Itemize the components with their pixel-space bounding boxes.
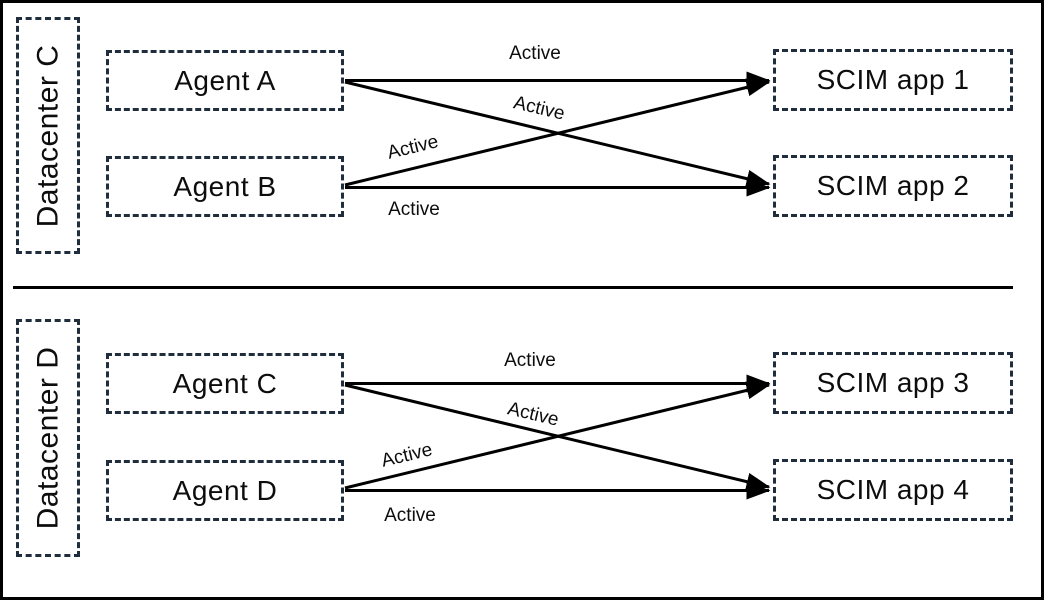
connection-status-label: Active	[384, 505, 436, 526]
agent-c-label: Agent C	[172, 367, 278, 399]
scim-app-3-node: SCIM app 3	[773, 352, 1013, 414]
datacenter-c-box: Datacenter C	[16, 17, 80, 254]
connection-status-label: Active	[388, 199, 440, 220]
section-divider	[13, 286, 1013, 289]
arrow-agent-d-to-scim-app-3	[344, 381, 771, 490]
connection-status-label: Active	[511, 92, 567, 125]
connection-status-label: Active	[509, 43, 561, 64]
agent-b-label: Agent B	[173, 170, 277, 202]
connection-status-label: Active	[504, 350, 556, 371]
agent-d-node: Agent D	[106, 460, 344, 521]
arrow-agent-b-to-scim-app-1	[344, 78, 771, 187]
agent-a-label: Agent A	[174, 64, 276, 96]
agent-a-node: Agent A	[106, 50, 344, 111]
agent-c-node: Agent C	[106, 353, 344, 414]
agent-b-node: Agent B	[106, 156, 344, 217]
scim-app-3-label: SCIM app 3	[816, 367, 970, 398]
arrow-agent-c-to-scim-app-4	[344, 383, 771, 491]
connection-status-label: Active	[385, 131, 441, 164]
agent-d-label: Agent D	[172, 474, 278, 506]
scim-app-4-label: SCIM app 4	[816, 474, 970, 505]
scim-app-1-label: SCIM app 1	[816, 64, 970, 95]
datacenter-d-box: Datacenter D	[16, 319, 80, 557]
connection-status-label: Active	[379, 439, 435, 472]
scim-app-4-node: SCIM app 4	[773, 459, 1013, 521]
arrow-agent-a-to-scim-app-2	[344, 80, 771, 188]
datacenter-c-label: Datacenter C	[31, 44, 64, 227]
datacenter-d-label: Datacenter D	[31, 346, 64, 530]
scim-app-1-node: SCIM app 1	[773, 49, 1013, 111]
connection-status-label: Active	[505, 398, 561, 431]
scim-app-2-label: SCIM app 2	[816, 170, 970, 201]
scim-app-2-node: SCIM app 2	[773, 155, 1013, 217]
